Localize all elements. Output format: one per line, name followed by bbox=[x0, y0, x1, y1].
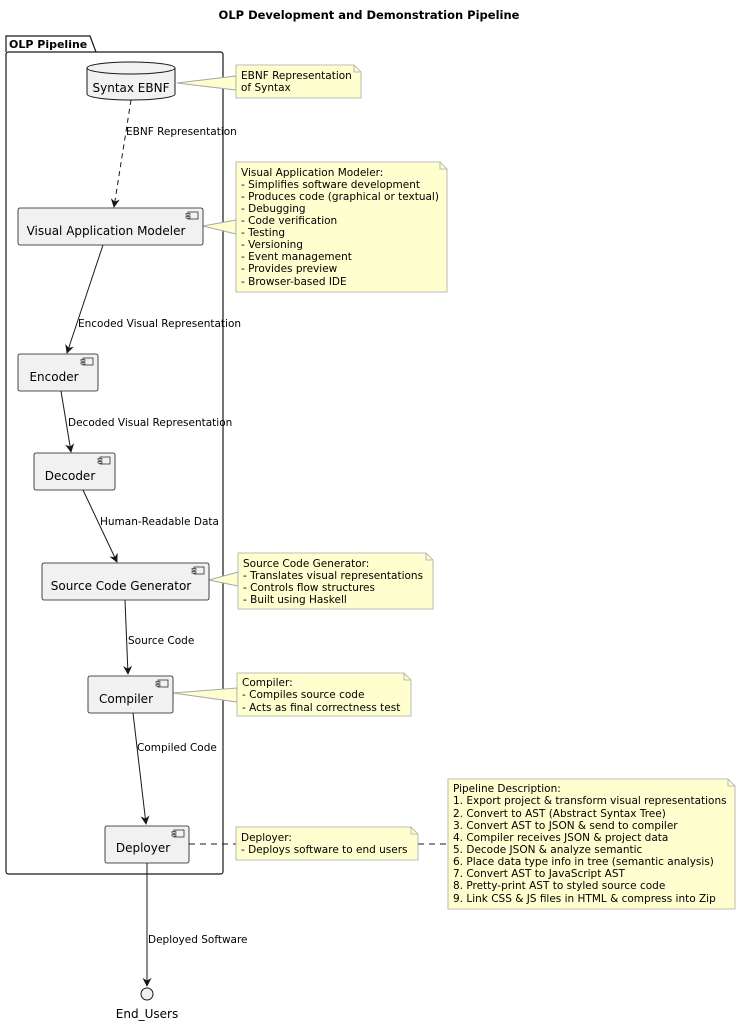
note-pipeline-line-10: 9. Link CSS & JS files in HTML & compres… bbox=[453, 893, 716, 905]
note-pipeline-line-5: 4. Compiler receives JSON & project data bbox=[453, 832, 668, 844]
note-pipeline-line-2: 1. Export project & transform visual rep… bbox=[453, 795, 727, 807]
edge-label-deployed-software: Deployed Software bbox=[148, 934, 248, 946]
note-generator-line-2: - Translates visual representations bbox=[243, 570, 423, 582]
note-connectors bbox=[172, 75, 448, 845]
note-modeler-line-3: - Produces code (graphical or textual) bbox=[241, 191, 439, 203]
edge-syntax-modeler bbox=[110, 99, 132, 208]
node-label-syntax: Syntax EBNF bbox=[93, 81, 170, 95]
node-label-end-users: End_Users bbox=[116, 1007, 178, 1021]
node-syntax-ebnf: Syntax EBNF bbox=[86, 61, 176, 101]
note-compiler-line-1: Compiler: bbox=[242, 677, 293, 689]
node-label-modeler: Visual Application Modeler bbox=[27, 224, 186, 238]
node-label-encoder: Encoder bbox=[29, 370, 78, 384]
note-deployer-line-2: - Deploys software to end users bbox=[241, 844, 408, 856]
note-pipeline-line-9: 8. Pretty-print AST to styled source cod… bbox=[453, 880, 665, 892]
node-label-generator: Source Code Generator bbox=[51, 579, 192, 593]
note-modeler-line-5: - Code verification bbox=[241, 215, 337, 227]
component-icon bbox=[191, 566, 205, 575]
component-icon bbox=[80, 357, 94, 366]
note-generator-line-4: - Built using Haskell bbox=[243, 594, 347, 606]
node-compiler: Compiler bbox=[87, 675, 174, 714]
interface-circle-icon bbox=[140, 987, 154, 1001]
note-modeler-line-6: - Testing bbox=[241, 227, 285, 239]
note-modeler-line-7: - Versioning bbox=[241, 239, 303, 251]
diagram-title: OLP Development and Demonstration Pipeli… bbox=[219, 8, 520, 22]
edge-label-encoded-visual: Encoded Visual Representation bbox=[78, 318, 241, 330]
edge-decoder-generator bbox=[82, 489, 118, 563]
note-syntax-line-1: EBNF Representation bbox=[241, 70, 352, 82]
note-generator-line-3: - Controls flow structures bbox=[243, 582, 375, 594]
edge-modeler-encoder bbox=[65, 244, 104, 354]
note-deployer: Deployer: - Deploys software to end user… bbox=[235, 826, 419, 861]
edge-generator-compiler bbox=[123, 599, 133, 675]
node-source-code-generator: Source Code Generator bbox=[41, 562, 210, 601]
component-icon bbox=[171, 829, 185, 838]
node-end-users: End_Users bbox=[116, 987, 178, 1021]
note-generator-line-1: Source Code Generator: bbox=[243, 558, 369, 570]
note-modeler-line-8: - Event management bbox=[241, 251, 352, 263]
edges: EBNF Representation Encoded Visual Repre… bbox=[60, 99, 248, 987]
note-deployer-line-1: Deployer: bbox=[241, 832, 292, 844]
note-compiler: Compiler: - Compiles source code - Acts … bbox=[236, 672, 412, 717]
note-pipeline-line-3: 2. Convert to AST (Abstract Syntax Tree) bbox=[453, 808, 666, 820]
component-icon bbox=[185, 211, 199, 220]
edge-label-ebnf-representation: EBNF Representation bbox=[126, 126, 237, 138]
note-modeler-line-10: - Browser-based IDE bbox=[241, 276, 347, 288]
edge-compiler-deployer bbox=[132, 712, 150, 825]
node-decoder: Decoder bbox=[33, 452, 116, 491]
note-modeler-line-2: - Simplifies software development bbox=[241, 179, 420, 191]
note-pipeline-line-8: 7. Convert AST to JavaScript AST bbox=[453, 868, 626, 880]
note-syntax-line-2: of Syntax bbox=[241, 82, 291, 94]
note-generator: Source Code Generator: - Translates visu… bbox=[237, 552, 434, 610]
note-syntax: EBNF Representation of Syntax bbox=[235, 64, 362, 99]
note-modeler-line-4: - Debugging bbox=[241, 203, 306, 215]
edge-encoder-decoder bbox=[60, 390, 75, 453]
note-compiler-line-2: - Compiles source code bbox=[242, 689, 364, 701]
edge-label-source-code: Source Code bbox=[128, 635, 194, 647]
node-visual-application-modeler: Visual Application Modeler bbox=[17, 207, 204, 246]
edge-label-compiled-code: Compiled Code bbox=[137, 742, 217, 754]
edge-label-human-readable: Human-Readable Data bbox=[100, 516, 219, 528]
note-pipeline-line-7: 6. Place data type info in tree (semanti… bbox=[453, 856, 714, 868]
package-label: OLP Pipeline bbox=[9, 38, 87, 51]
note-modeler-line-1: Visual Application Modeler: bbox=[241, 167, 383, 179]
component-icon bbox=[97, 456, 111, 465]
edge-label-decoded-visual: Decoded Visual Representation bbox=[68, 417, 232, 429]
note-modeler-line-9: - Provides preview bbox=[241, 263, 338, 275]
node-label-decoder: Decoder bbox=[45, 469, 96, 483]
node-deployer: Deployer bbox=[104, 825, 190, 864]
component-icon bbox=[155, 679, 169, 688]
note-pipeline-line-4: 3. Convert AST to JSON & send to compile… bbox=[453, 820, 678, 832]
node-label-deployer: Deployer bbox=[116, 841, 170, 855]
node-encoder: Encoder bbox=[17, 353, 99, 392]
note-modeler: Visual Application Modeler: - Simplifies… bbox=[235, 161, 448, 293]
note-compiler-line-3: - Acts as final correctness test bbox=[242, 702, 400, 714]
note-pipeline-description: Pipeline Description: 1. Export project … bbox=[447, 778, 736, 910]
note-pipeline-line-6: 5. Decode JSON & analyze semantic bbox=[453, 844, 643, 856]
node-label-compiler: Compiler bbox=[99, 692, 153, 706]
note-pipeline-line-1: Pipeline Description: bbox=[453, 783, 561, 795]
